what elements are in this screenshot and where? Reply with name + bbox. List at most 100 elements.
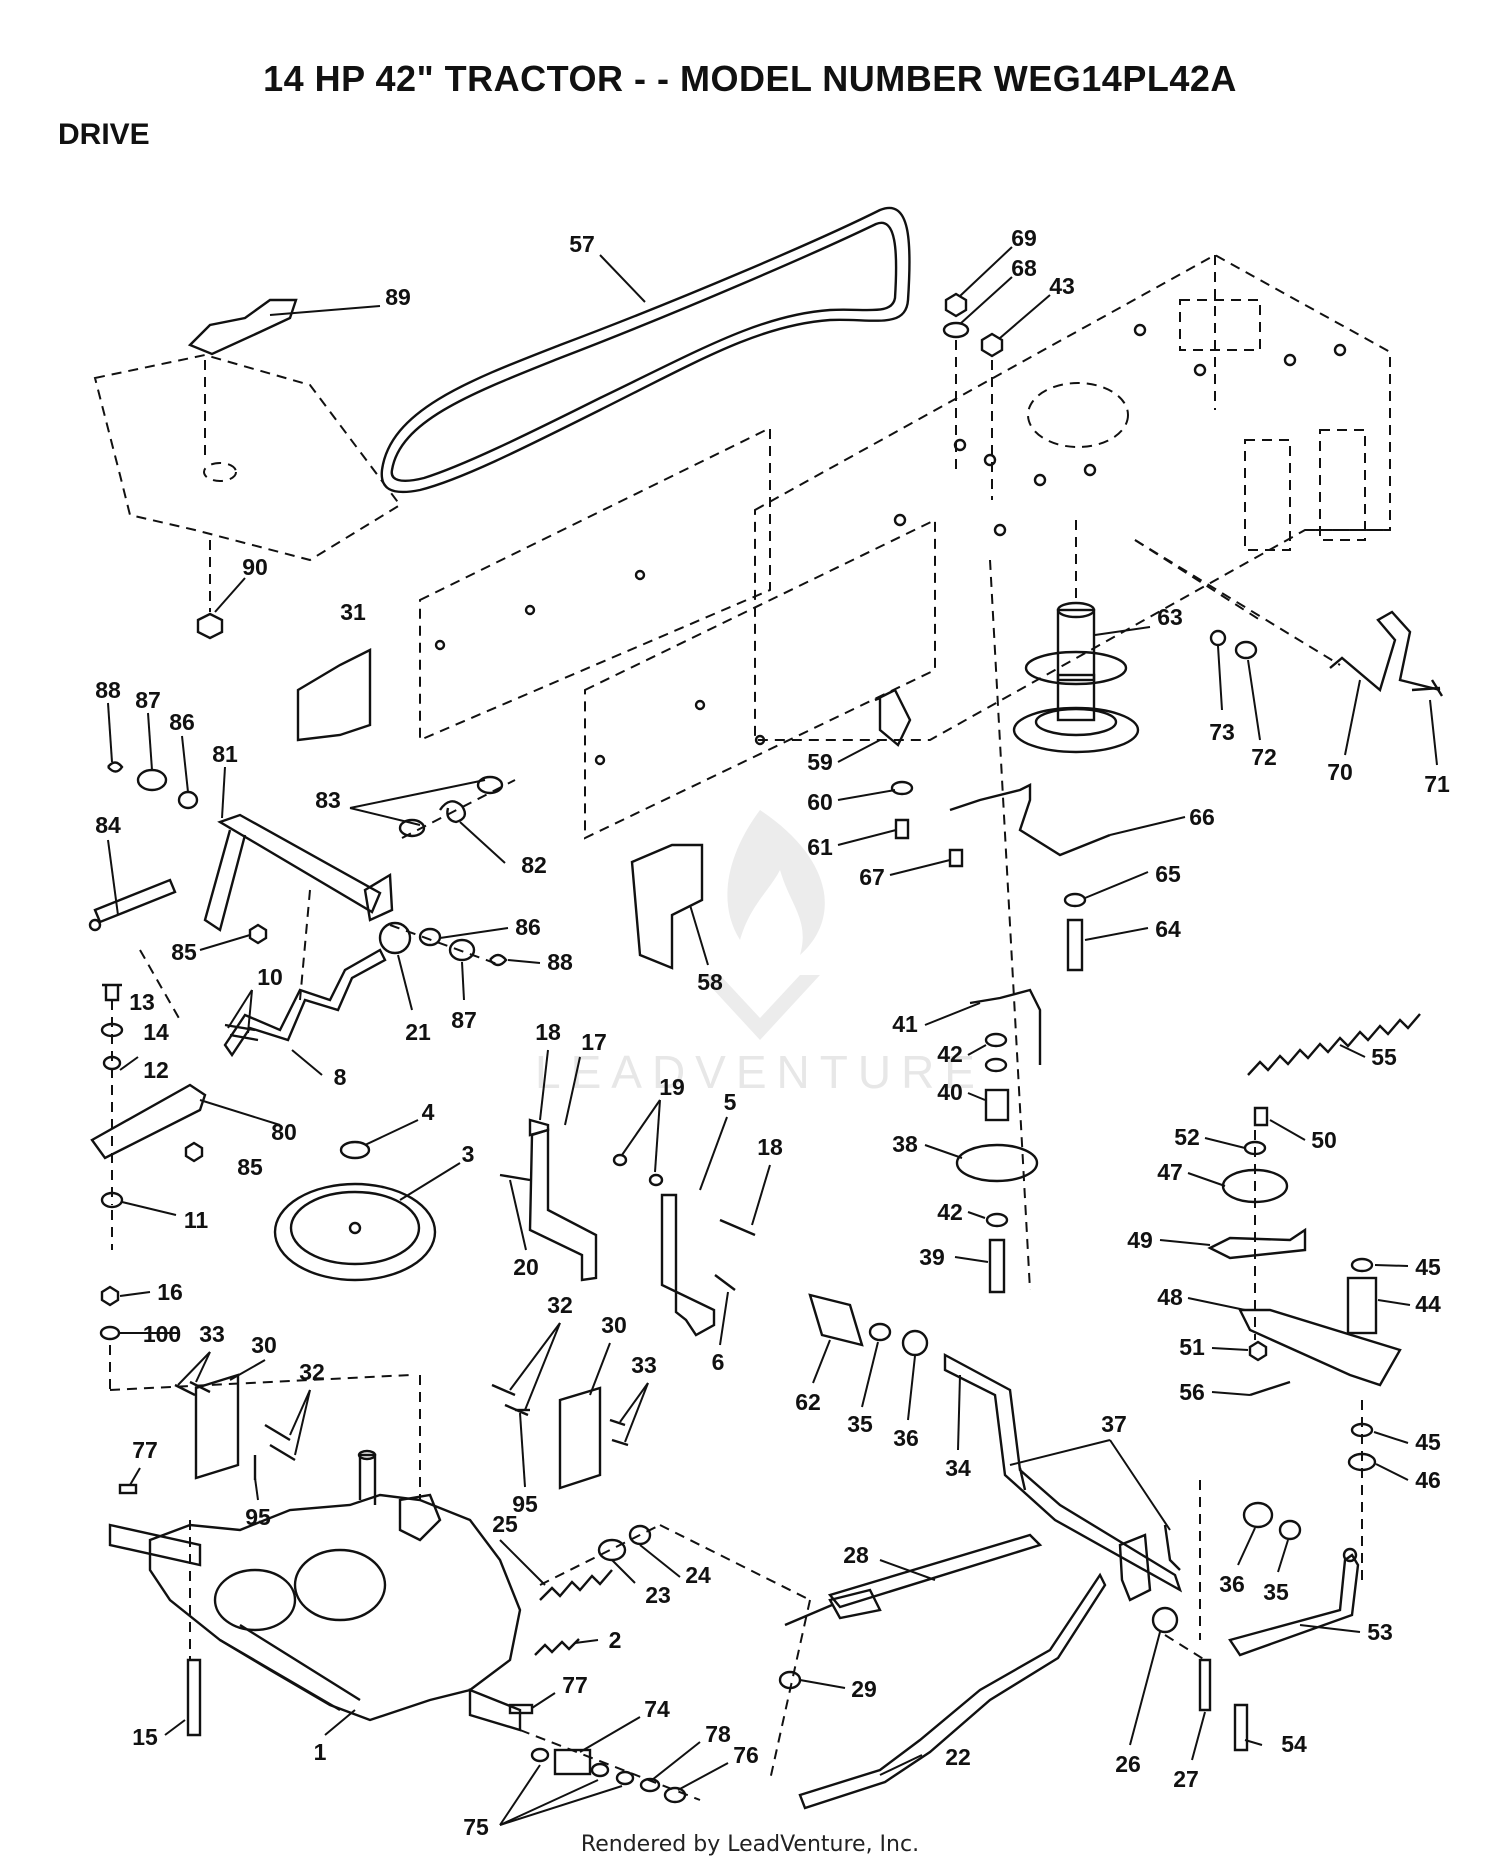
frame-hole bbox=[993, 523, 1007, 537]
callout-88b: 88 bbox=[547, 949, 573, 975]
housing-ribs bbox=[219, 1623, 361, 1712]
part-53-rod bbox=[1228, 1553, 1360, 1657]
part-42-washer bbox=[984, 1032, 1008, 1048]
part-70-spring-rod bbox=[1329, 610, 1441, 693]
callout-57: 57 bbox=[569, 231, 595, 257]
callout-73: 73 bbox=[1209, 719, 1235, 745]
callout-30b: 30 bbox=[601, 1312, 627, 1338]
part-87-washer bbox=[136, 768, 168, 792]
callout-51: 51 bbox=[1179, 1334, 1205, 1360]
part-73-washer bbox=[1209, 629, 1227, 647]
part-41-idler-lever bbox=[969, 988, 1042, 1065]
callout-89: 89 bbox=[385, 284, 411, 310]
callout-11: 11 bbox=[184, 1207, 209, 1233]
left-axle bbox=[108, 1523, 202, 1567]
watermark-text: LEADVENTURE bbox=[535, 1046, 985, 1098]
callout-6: 6 bbox=[712, 1349, 725, 1375]
frame-hole bbox=[1283, 353, 1297, 367]
part-64-bolt bbox=[1066, 918, 1084, 972]
callout-15: 15 bbox=[132, 1724, 158, 1750]
frame-hole bbox=[1083, 463, 1097, 477]
part-19-nut-b bbox=[648, 1173, 664, 1187]
part-26-washer bbox=[1151, 1606, 1179, 1634]
callout-95b: 95 bbox=[512, 1491, 538, 1517]
diagram-title: 14 HP 42" TRACTOR - - MODEL NUMBER WEG14… bbox=[263, 58, 1237, 99]
part-50-bolt bbox=[1253, 1106, 1269, 1127]
part-59-idler-clip bbox=[874, 688, 912, 747]
callout-54: 54 bbox=[1281, 1731, 1307, 1757]
part-28-rod-tip bbox=[784, 1603, 833, 1627]
callout-32b: 32 bbox=[547, 1292, 573, 1318]
callout-2: 2 bbox=[609, 1627, 622, 1653]
callout-29: 29 bbox=[851, 1676, 877, 1702]
callout-63: 63 bbox=[1157, 604, 1183, 630]
pulley-upper-flange bbox=[1024, 650, 1128, 686]
part-72-washer bbox=[1234, 640, 1258, 660]
callout-leaders bbox=[107, 246, 1438, 1826]
part-34-pedal-shaft bbox=[943, 1352, 1183, 1593]
input-shaft-top bbox=[357, 1449, 377, 1461]
part-36-washer bbox=[901, 1329, 929, 1357]
callout-85: 85 bbox=[171, 939, 197, 965]
part-61-bolt bbox=[894, 818, 910, 840]
leader-dash bbox=[1164, 1634, 1206, 1661]
part-23-bushing bbox=[597, 1538, 627, 1562]
part-3-pulley bbox=[273, 1182, 437, 1282]
frame-holes bbox=[434, 323, 1347, 766]
part-20-bolt bbox=[499, 1173, 531, 1182]
pulley-center-hole bbox=[348, 1221, 362, 1235]
frame-bracket-outline bbox=[1244, 439, 1291, 551]
part-4-retaining-ring bbox=[339, 1140, 371, 1160]
callout-42: 42 bbox=[937, 1041, 963, 1067]
part-80-bracket bbox=[90, 1083, 207, 1160]
callout-44: 44 bbox=[1415, 1291, 1441, 1317]
part-74-spacer bbox=[553, 1748, 592, 1776]
frame-hole bbox=[694, 699, 706, 711]
part-13-bolt bbox=[102, 983, 122, 1002]
callout-56: 56 bbox=[1179, 1379, 1205, 1405]
part-32-bolts bbox=[264, 1423, 296, 1462]
part-1-transaxle bbox=[108, 1449, 522, 1732]
leader-dash bbox=[659, 1524, 811, 1601]
callout-68: 68 bbox=[1011, 255, 1037, 281]
callout-3: 3 bbox=[462, 1141, 475, 1167]
part-30-bracket bbox=[194, 1373, 240, 1480]
callout-83: 83 bbox=[315, 787, 341, 813]
part-3-pulley-face bbox=[289, 1190, 421, 1266]
hub-top bbox=[1056, 601, 1096, 619]
callout-22: 22 bbox=[945, 1744, 971, 1770]
callout-90: 90 bbox=[242, 554, 268, 580]
pulley-hub bbox=[1056, 608, 1096, 682]
callout-35b: 35 bbox=[1263, 1579, 1289, 1605]
callout-67: 67 bbox=[859, 864, 885, 890]
callout-20: 20 bbox=[513, 1254, 539, 1280]
callout-48: 48 bbox=[1157, 1284, 1183, 1310]
callout-21: 21 bbox=[405, 1019, 431, 1045]
callout-95: 95 bbox=[245, 1504, 271, 1530]
callout-41: 41 bbox=[892, 1011, 918, 1037]
part-76-nut bbox=[663, 1786, 687, 1804]
callout-4: 4 bbox=[422, 1099, 435, 1125]
callout-80: 80 bbox=[271, 1119, 297, 1145]
part-30-bracket-b bbox=[558, 1386, 602, 1490]
callout-77: 77 bbox=[132, 1437, 158, 1463]
leader-dash bbox=[989, 559, 1031, 1291]
frame-hole bbox=[983, 453, 997, 467]
callout-28: 28 bbox=[843, 1542, 869, 1568]
callout-38: 38 bbox=[892, 1131, 918, 1157]
callout-45b: 45 bbox=[1415, 1429, 1441, 1455]
part-84-rod bbox=[93, 878, 177, 924]
part-66-idler-arm bbox=[949, 783, 1111, 857]
part-15-bolt bbox=[186, 1658, 202, 1737]
part-42-washer-b bbox=[984, 1057, 1008, 1073]
fender-outline bbox=[93, 353, 402, 562]
part-16-nut bbox=[100, 1285, 120, 1307]
callout-31: 31 bbox=[340, 599, 366, 625]
part-87-washer-2 bbox=[448, 938, 476, 962]
part-88-clip-2 bbox=[489, 953, 508, 967]
callout-76: 76 bbox=[733, 1742, 759, 1768]
frame-bracket-outline-2 bbox=[1319, 429, 1366, 541]
part-83-washer-2 bbox=[476, 775, 504, 795]
callout-78: 78 bbox=[705, 1721, 731, 1747]
